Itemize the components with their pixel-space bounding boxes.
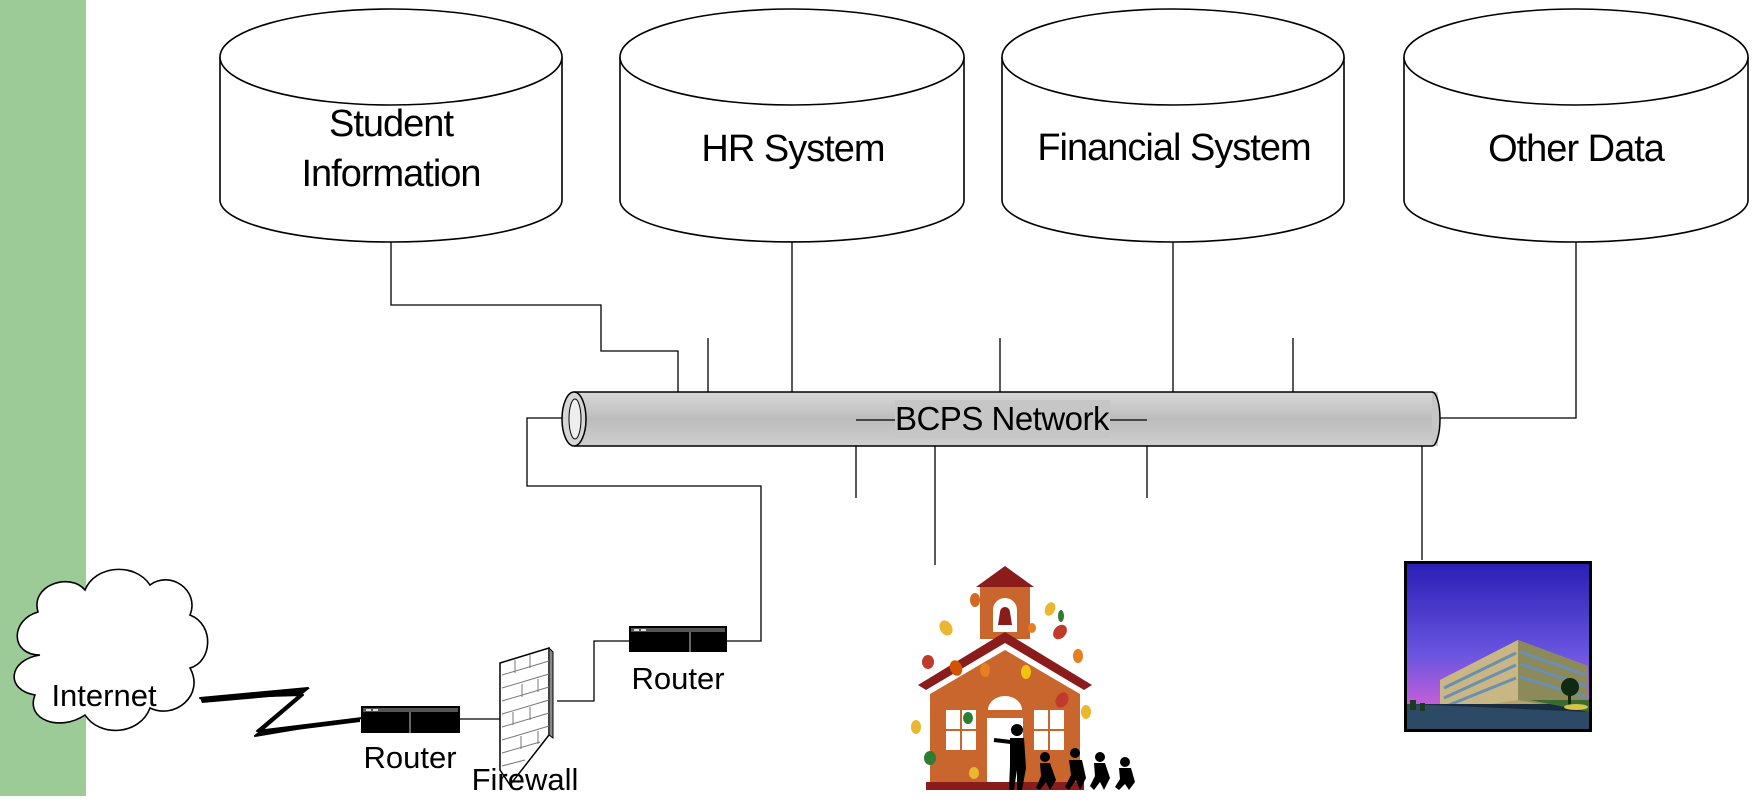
database-label-line1: Student: [329, 103, 454, 145]
database-label-line2: Information: [301, 153, 480, 195]
router-icon: [361, 706, 460, 733]
firewall-label: Firewall: [472, 762, 579, 796]
lightning-bolt-icon: [199, 687, 363, 737]
database-financial-system[interactable]: Financial System: [1001, 8, 1345, 243]
network-label: BCPS Network: [895, 400, 1110, 437]
database-label: HR System: [701, 128, 884, 170]
brick-wall-icon: [499, 646, 554, 787]
bcps-network-pipe[interactable]: BCPS Network: [561, 391, 1441, 447]
database-hr-system[interactable]: HR System: [619, 8, 965, 243]
database-other-data[interactable]: Other Data: [1403, 8, 1749, 243]
schoolhouse-icon: [911, 566, 1135, 790]
office-building-icon: [1404, 561, 1592, 732]
firewall[interactable]: Firewall: [472, 646, 579, 797]
internet-cloud[interactable]: Internet: [13, 568, 209, 732]
router-label: Router: [631, 661, 724, 696]
database-label: Other Data: [1488, 128, 1666, 170]
internet-label: Internet: [51, 678, 157, 713]
database-student-information[interactable]: Student Information: [219, 8, 563, 243]
router-upper[interactable]: Router: [629, 626, 727, 696]
cloud-icon: [13, 568, 209, 732]
database-label: Financial System: [1037, 127, 1310, 169]
router-label: Router: [363, 740, 456, 775]
router-lower[interactable]: Router: [361, 706, 460, 775]
router-icon: [629, 626, 727, 652]
